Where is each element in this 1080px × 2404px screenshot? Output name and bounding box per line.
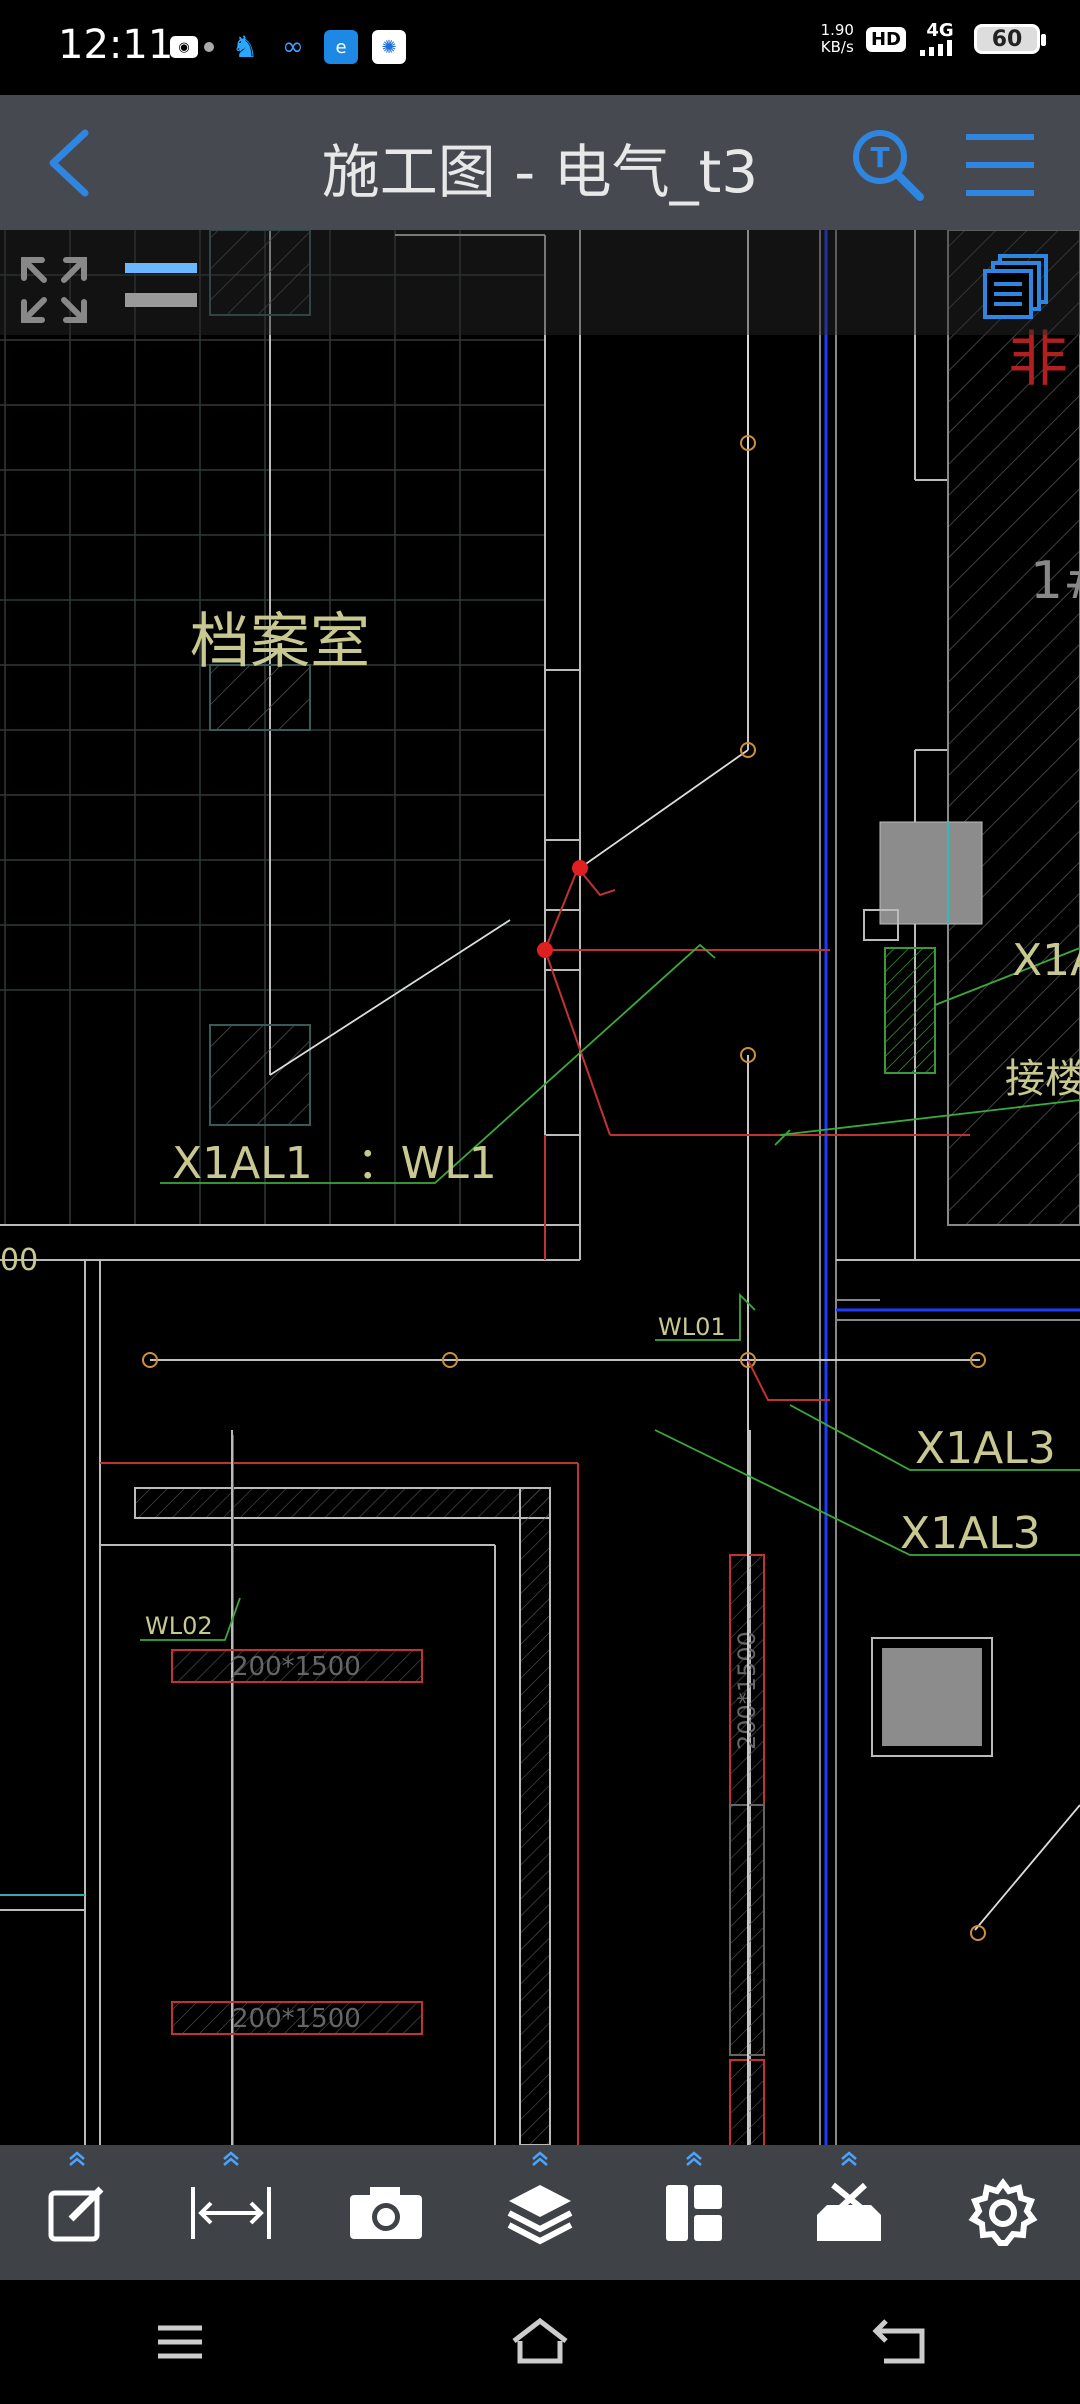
home-button[interactable] [480, 2302, 600, 2382]
chevron-left-icon [49, 129, 89, 197]
net-speed-unit: KB/s [820, 38, 854, 56]
telecom-icon: ✺ [372, 30, 406, 64]
lighting-circuit [150, 230, 1080, 2145]
note-label-jielou: 接楼道 [1005, 1056, 1080, 1102]
building-label: 1# [1030, 551, 1080, 611]
stacked-pages-icon [983, 254, 1048, 319]
edit-note-icon [48, 2186, 104, 2241]
settings-tool[interactable] [926, 2145, 1080, 2280]
view-switch-indicator[interactable] [120, 255, 200, 315]
caret-up-icon [223, 2151, 240, 2166]
status-right: 1.90 KB/s HD 4G 60 [821, 22, 1046, 56]
layers-icon [507, 2184, 573, 2244]
toolbox-icon [816, 2182, 881, 2241]
dim-label-v: 200*1500 [733, 1631, 761, 1750]
page-title: 施工图 - 电气_t3 [321, 138, 759, 206]
room-walls [0, 230, 581, 1261]
equipment-box-1 [879, 821, 983, 925]
circuit-label-x1al3-b: X1AL3 ： [900, 1508, 1080, 1559]
hd-badge: HD [865, 26, 906, 52]
junction-1 [572, 860, 588, 876]
text-search-icon: T [853, 130, 924, 201]
equipment-box-2 [882, 1648, 982, 1746]
annotate-tool[interactable] [0, 2145, 154, 2280]
qq-icon: ♞ [231, 29, 259, 65]
menu-button[interactable] [960, 125, 1040, 205]
cable-tray-2 [171, 2001, 423, 2035]
column-2 [209, 664, 311, 731]
back-arrow-icon [872, 2319, 925, 2364]
cable-tray-1 [171, 1649, 423, 1683]
screenshot-tool[interactable] [309, 2145, 463, 2280]
signal-bars-icon [920, 40, 952, 56]
menu-lines-icon [158, 2325, 202, 2359]
status-bar: 12:11 ◉ ♞ ∞ e ✺ 1.90 KB/s HD 4G 60 [0, 0, 1080, 95]
column-1 [209, 230, 311, 316]
svg-text:T: T [870, 141, 889, 174]
battery-indicator: 60 [974, 24, 1046, 54]
room-label: 档案室 [190, 607, 370, 677]
gear-icon [968, 2177, 1038, 2246]
circuit-label-x1al1: X1AL1 ：WL1 [172, 1138, 497, 1189]
status-time: 12:11 [58, 22, 174, 68]
title-bar: 施工图 - 电气_t3 T [0, 95, 1080, 230]
fit-screen-button[interactable] [14, 250, 94, 330]
measure-distance-icon [191, 2186, 272, 2239]
caret-up-icon [686, 2151, 703, 2166]
baidu-netdisk-icon: ∞ [282, 32, 304, 62]
circuit-label-wl01: WL01 [658, 1313, 726, 1341]
layout-panels-icon [666, 2184, 723, 2241]
junction-2 [537, 942, 553, 958]
canvas-top-overlay [0, 230, 1080, 335]
bottom-toolbar [0, 2145, 1080, 2280]
dot-icon [204, 42, 214, 52]
caret-up-icon [532, 2151, 548, 2166]
drawing-canvas[interactable]: 档案室 [0, 230, 1080, 2145]
caret-up-icon [840, 2151, 857, 2166]
hatched-wall-right [947, 230, 1080, 1226]
back-button[interactable] [30, 123, 110, 203]
net-speed: 1.90 KB/s [821, 22, 854, 56]
toolbox-tool[interactable] [771, 2145, 925, 2280]
edge-number: 00 [0, 1243, 38, 1278]
circuit-label-x1al3-a: X1AL3 ： [915, 1423, 1080, 1474]
home-icon [512, 2317, 568, 2364]
room-grid [0, 230, 545, 1225]
dim-label-b: 200*1500 [232, 2004, 361, 2034]
layers-tool[interactable] [463, 2145, 617, 2280]
notification-icons: ◉ ♞ ∞ e ✺ [170, 29, 406, 65]
wechat-icon: ◉ [170, 36, 198, 58]
hamburger-icon [966, 134, 1034, 196]
caret-up-icon [69, 2151, 85, 2166]
layout-list-button[interactable] [980, 252, 1052, 324]
dim-label-a: 200*1500 [232, 1652, 361, 1682]
text-search-button[interactable]: T [848, 125, 928, 205]
circuit-label-x1a: X1A [1012, 935, 1080, 986]
browser-icon: e [324, 30, 358, 64]
light-fixtures [142, 435, 986, 1941]
distribution-panel [884, 947, 936, 1074]
network-type: 4G [926, 20, 954, 41]
red-annotation: 非 [1008, 325, 1068, 395]
circuit-label-wl02: WL02 [145, 1612, 213, 1640]
camera-icon [349, 2186, 422, 2239]
system-nav-bar [0, 2280, 1080, 2404]
back-nav-button[interactable] [840, 2302, 960, 2382]
expand-arrows-icon [21, 257, 87, 323]
recent-apps-button[interactable] [120, 2302, 240, 2382]
column-3 [209, 1024, 311, 1126]
view-tabs-icon [125, 263, 197, 307]
net-speed-value: 1.90 [820, 21, 854, 39]
cad-drawing[interactable]: 档案室 [0, 230, 1080, 2145]
signal-icon: 4G [918, 22, 962, 56]
leader-lines [140, 943, 1080, 1641]
power-circuit [544, 867, 970, 1401]
layout-tool[interactable] [617, 2145, 771, 2280]
measure-tool[interactable] [154, 2145, 308, 2280]
